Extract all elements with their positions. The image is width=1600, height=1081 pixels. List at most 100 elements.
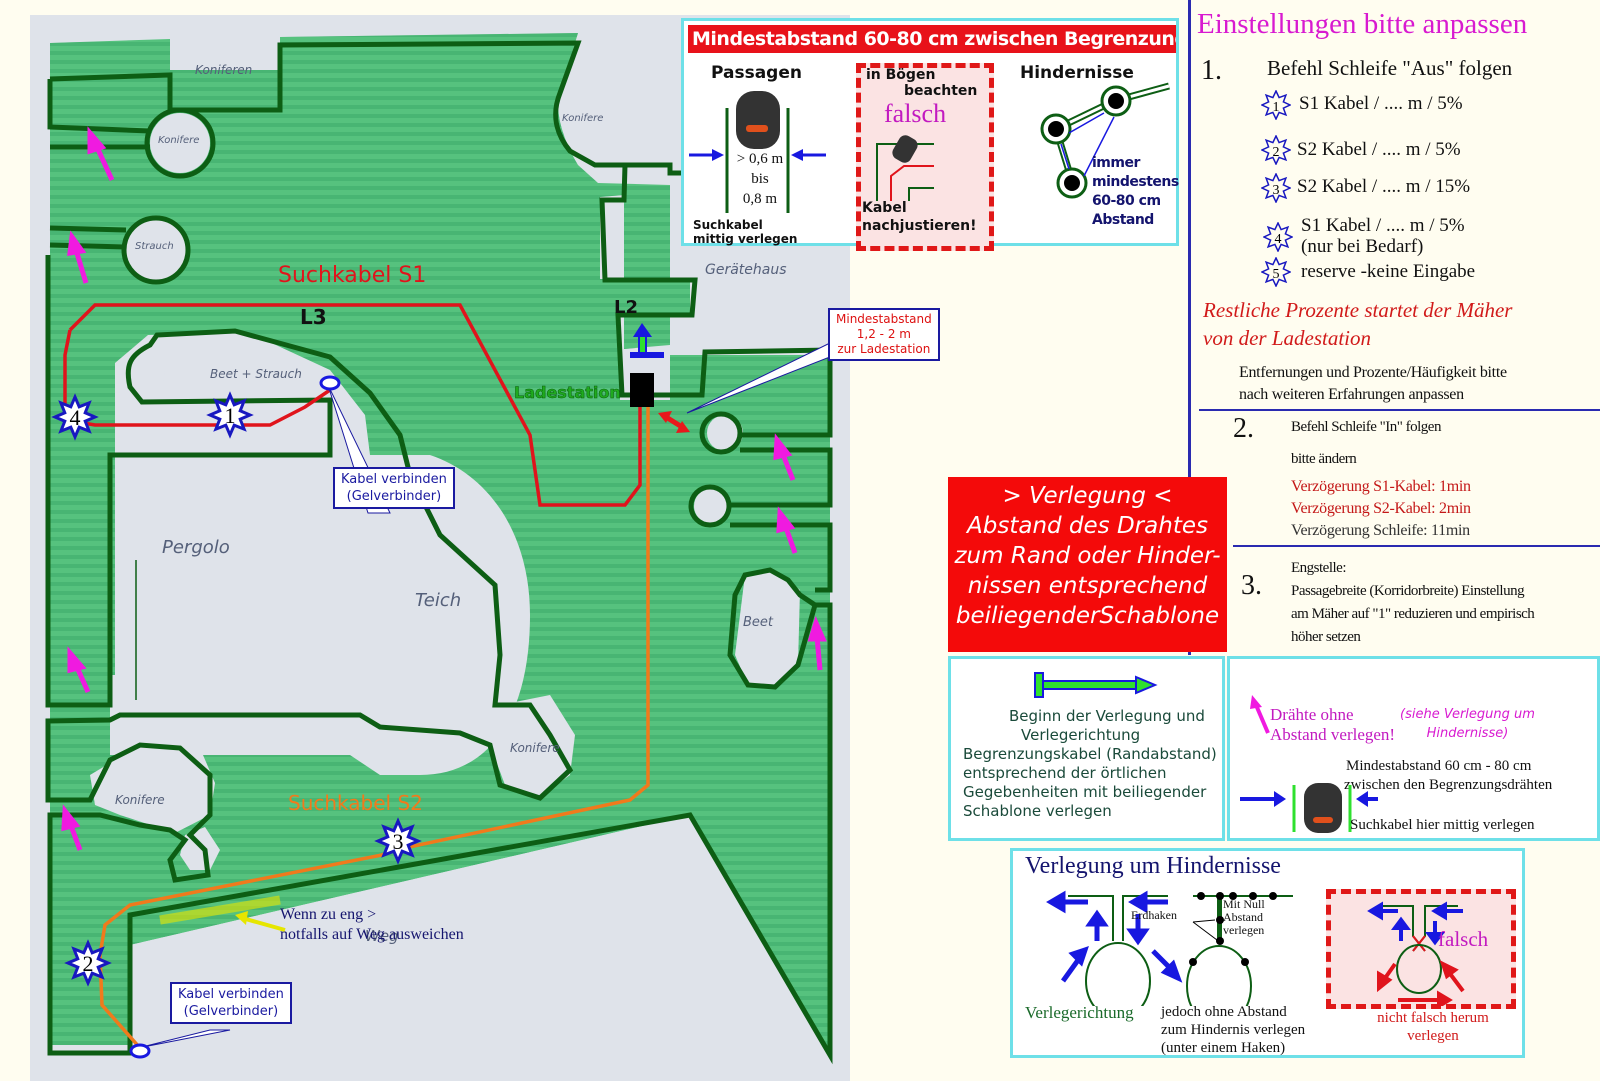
label-line: Abstand: [1223, 910, 1263, 924]
charging-station-icon: [630, 373, 654, 407]
note-line: Kabel: [862, 200, 907, 216]
note-line: Hindernisse): [1426, 726, 1509, 741]
note-narrow-spot: Wenn zu eng > notfalls auf Weg ausweiche…: [280, 905, 464, 945]
svg-text:2: 2: [1273, 145, 1280, 160]
note-line: nachjustieren!: [862, 218, 977, 234]
distance-line: 0,8 m: [742, 191, 778, 207]
svg-text:3: 3: [393, 829, 404, 854]
caption-line: zum Hindernis verlegen: [1161, 1022, 1306, 1038]
svg-text:1: 1: [1273, 100, 1280, 115]
callout-line: zur Ladestation: [837, 342, 931, 356]
label-l3: L3: [300, 305, 327, 329]
box-line: beiliegenderSchablone: [955, 603, 1220, 629]
delay-s1: Verzögerung S1-Kabel: 1min: [1291, 478, 1471, 495]
text-line: höher setzen: [1291, 629, 1361, 645]
narrow-spot-highlight: [159, 895, 281, 925]
search-wire-center-note: Suchkabel hier mittig verlegen: [1350, 817, 1535, 833]
note-line: mindestens: [1092, 174, 1179, 190]
zero-distance-arrows: [61, 126, 827, 851]
step-1-note-red-1: Restliche Prozente startet der Mäher: [1203, 298, 1513, 322]
caption-line: verlegen: [1407, 1028, 1459, 1044]
legend-line: Beginn der Verlegung und: [1009, 707, 1205, 725]
passagen-distance: > 0,6 m bis 0,8 m: [730, 149, 790, 209]
note-line: notfalls auf Weg ausweichen: [280, 926, 464, 943]
marker-1-icon: 1: [206, 391, 254, 439]
note-line: Abstand: [1092, 212, 1154, 228]
caption-direction: Verlegerichtung: [1025, 1003, 1134, 1022]
callout-line: Mindestabstand: [836, 312, 932, 326]
search-wire-s1: [68, 303, 642, 507]
curves-wrong-box: [856, 63, 994, 251]
step-1-note-red-2: von der Ladestation: [1203, 326, 1371, 350]
note-line: Mindestabstand 60 cm - 80 cm: [1346, 758, 1532, 774]
svg-text:4: 4: [70, 405, 81, 430]
legend-line: Verlegerichtung: [1021, 726, 1141, 744]
note-line: Abstand verlegen!: [1270, 725, 1396, 744]
callout-line: 1,2 - 2 m: [856, 327, 911, 341]
label-teich: Teich: [415, 590, 462, 611]
step-3-text: Engstelle: Passagebreite (Korridorbreite…: [1291, 557, 1535, 649]
step-1-number: 1.: [1201, 55, 1222, 86]
mower-spacing-diagram: [1240, 783, 1378, 833]
obstacles-layout-box: Verlegung um Hindernisse Erdhaken Mit Nu…: [1010, 848, 1525, 1058]
marker-2-icon: 2: [64, 939, 112, 987]
settings-title: Einstellungen bitte anpassen: [1197, 8, 1528, 40]
caption-line: jedoch ohne Abstand: [1161, 1004, 1287, 1020]
label-line: verlegen: [1223, 923, 1265, 937]
callout-kabel-verbinden-2: Kabel verbinden (Gelverbinder): [170, 982, 292, 1024]
curves-note: Kabel nachjustieren!: [862, 199, 977, 235]
label-suchkabel-s1: Suchkabel S1: [278, 263, 427, 288]
box-line: > Verlegung <: [1002, 483, 1173, 509]
legend-line: Begrenzungskabel (Randabstand): [963, 745, 1217, 763]
curves-diagram: [876, 135, 934, 201]
box-line: zum Rand oder Hinder-: [954, 543, 1221, 569]
marker-3-icon: 3: [1261, 173, 1291, 203]
magenta-arrow-icon: [1250, 695, 1270, 734]
start-direction-icon: [1034, 672, 1158, 698]
step-2-sub: bitte ändern: [1291, 451, 1357, 467]
caption-line: (unter einem Haken): [1161, 1040, 1286, 1056]
note-line: Suchkabel: [693, 218, 763, 232]
marker-3-icon: 3: [374, 817, 422, 865]
label-konifere-2: Konifere: [562, 113, 604, 124]
caption-no-distance: jedoch ohne Abstand zum Hindernis verleg…: [1161, 1003, 1305, 1057]
marker-4-icon: 4: [51, 393, 99, 441]
mower-icon: [1304, 783, 1342, 833]
step-1-item-5: reserve -keine Eingabe: [1301, 261, 1476, 282]
note-line: Entfernungen und Prozente/Häufigkeit bit…: [1239, 364, 1507, 381]
step-1-note: Entfernungen und Prozente/Häufigkeit bit…: [1239, 362, 1507, 406]
legend-start-direction: Beginn der Verlegung und Verlegerichtung…: [948, 656, 1225, 841]
passagen-title: Passagen: [711, 63, 802, 83]
label-konifere-mid: Konifere: [510, 741, 560, 755]
yellow-arrow-icon: [241, 916, 286, 932]
item-text: S1 Kabel / .... m / 5%: [1301, 215, 1465, 236]
search-wire-s2: [98, 395, 650, 1050]
note-line: mittig verlegen: [693, 232, 798, 246]
svg-text:4: 4: [1275, 232, 1282, 247]
connector-2-icon: [129, 1043, 151, 1059]
obstacles-box-title: Verlegung um Hindernisse: [1025, 853, 1281, 879]
text-line: Engstelle:: [1291, 560, 1347, 576]
wrong-layout-box: [1326, 889, 1516, 1009]
label-beet: Beet: [743, 615, 774, 630]
passagen-note: Suchkabel mittig verlegen: [693, 218, 797, 246]
wrong-label: falsch: [1438, 927, 1489, 951]
step-3-number: 3.: [1241, 570, 1262, 601]
step-1-item-3: S2 Kabel / .... m / 15%: [1297, 176, 1471, 197]
obstacles-title: Hindernisse: [1020, 63, 1134, 83]
label-beet-strauch: Beet + Strauch: [210, 367, 302, 381]
label-erdhaken: Erdhaken: [1131, 908, 1177, 922]
obstacles: [90, 113, 830, 1081]
title-line: beachten: [904, 83, 978, 99]
step-2-number: 2.: [1233, 413, 1254, 444]
marker-5-icon: 5: [1261, 257, 1291, 287]
verlegung-info-box: > Verlegung < Abstand des Drahtes zum Ra…: [948, 477, 1227, 652]
step-1-item-4: S1 Kabel / .... m / 5% (nur bei Bedarf): [1301, 215, 1465, 257]
caption-wrong-direction: nicht falsch herum verlegen: [1353, 1009, 1513, 1045]
text-line: Passagebreite (Korridorbreite) Einstellu…: [1291, 583, 1525, 599]
label-konifere-bottom: Konifere: [115, 793, 165, 807]
marker-stars: 1 2 3 4: [51, 391, 422, 987]
step-2-heading: Befehl Schleife "In" folgen: [1291, 419, 1441, 435]
connector-1-icon: [319, 375, 341, 391]
label-weg: Weg: [365, 927, 399, 945]
